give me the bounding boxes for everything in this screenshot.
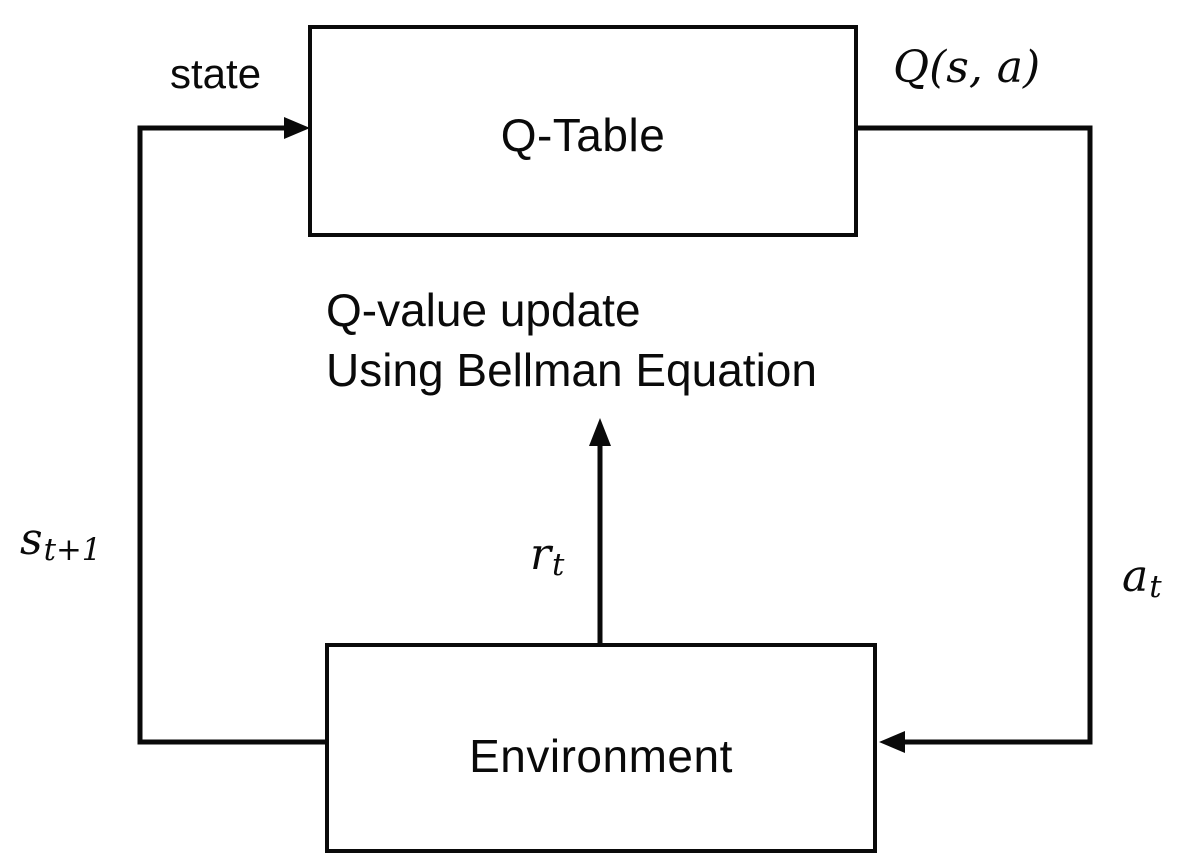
bellman-annotation-line2: Using Bellman Equation — [326, 344, 817, 396]
q-table-label: Q-Table — [500, 109, 666, 161]
bellman-annotation-line1: Q-value update — [326, 284, 641, 336]
reward-base: r — [530, 529, 552, 580]
next-state-edge-label: st+1 — [20, 518, 102, 568]
state-edge-label: state — [170, 50, 262, 97]
action-loop-line — [858, 125, 1093, 745]
environment-box: Environment — [325, 643, 877, 853]
q-table-box: Q-Table — [308, 25, 858, 237]
environment-label: Environment — [469, 730, 733, 782]
action-sub: t — [1149, 568, 1162, 605]
action-edge-label: at — [1122, 555, 1162, 605]
q-value-edge-label: Q(s, a) — [893, 42, 1041, 93]
state-arrowhead-icon — [284, 117, 310, 139]
action-base: a — [1122, 551, 1149, 602]
reward-sub: t — [552, 546, 565, 583]
state-loop-line — [137, 125, 325, 745]
reward-edge-label: rt — [530, 533, 565, 583]
next-state-sub: t+1 — [43, 531, 102, 568]
bellman-annotation: Q-value update Using Bellman Equation — [326, 280, 817, 400]
action-arrowhead-icon — [879, 731, 905, 753]
reward-arrowhead-icon — [589, 418, 611, 446]
next-state-base: s — [20, 514, 43, 565]
